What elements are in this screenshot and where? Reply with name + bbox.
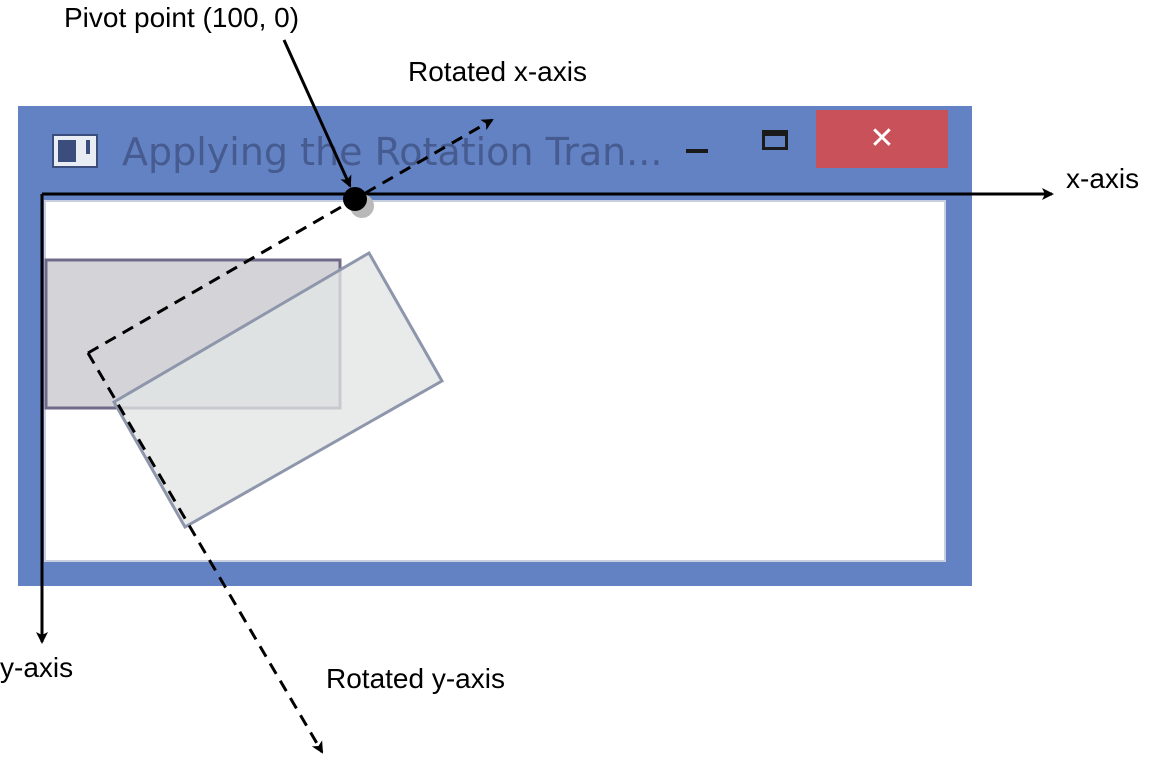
title-bar[interactable]: Applying the Rotation Tran... ✕ (18, 106, 972, 198)
rotated-y-axis-line (86, 352, 324, 754)
pivot-callout-arrow (282, 39, 352, 188)
rotated-x-axis-line (87, 118, 494, 355)
minimize-button[interactable] (670, 110, 726, 168)
close-button[interactable]: ✕ (816, 110, 948, 168)
minimize-icon (686, 149, 708, 153)
close-icon: ✕ (869, 121, 895, 156)
rotated-x-axis-label: Rotated x-axis (408, 56, 587, 87)
app-window-icon (52, 134, 98, 168)
y-axis-label: y-axis (0, 652, 74, 683)
maximize-icon (762, 130, 788, 150)
rotated-rectangle (111, 250, 445, 530)
pivot-point-label: Pivot point (100, 0) (64, 2, 300, 33)
pivot-point (343, 187, 367, 211)
rotated-y-axis-label: Rotated y-axis (326, 663, 505, 694)
maximize-button[interactable] (748, 110, 804, 168)
window-title: Applying the Rotation Tran... (122, 130, 663, 174)
x-axis-label: x-axis (1066, 163, 1140, 194)
